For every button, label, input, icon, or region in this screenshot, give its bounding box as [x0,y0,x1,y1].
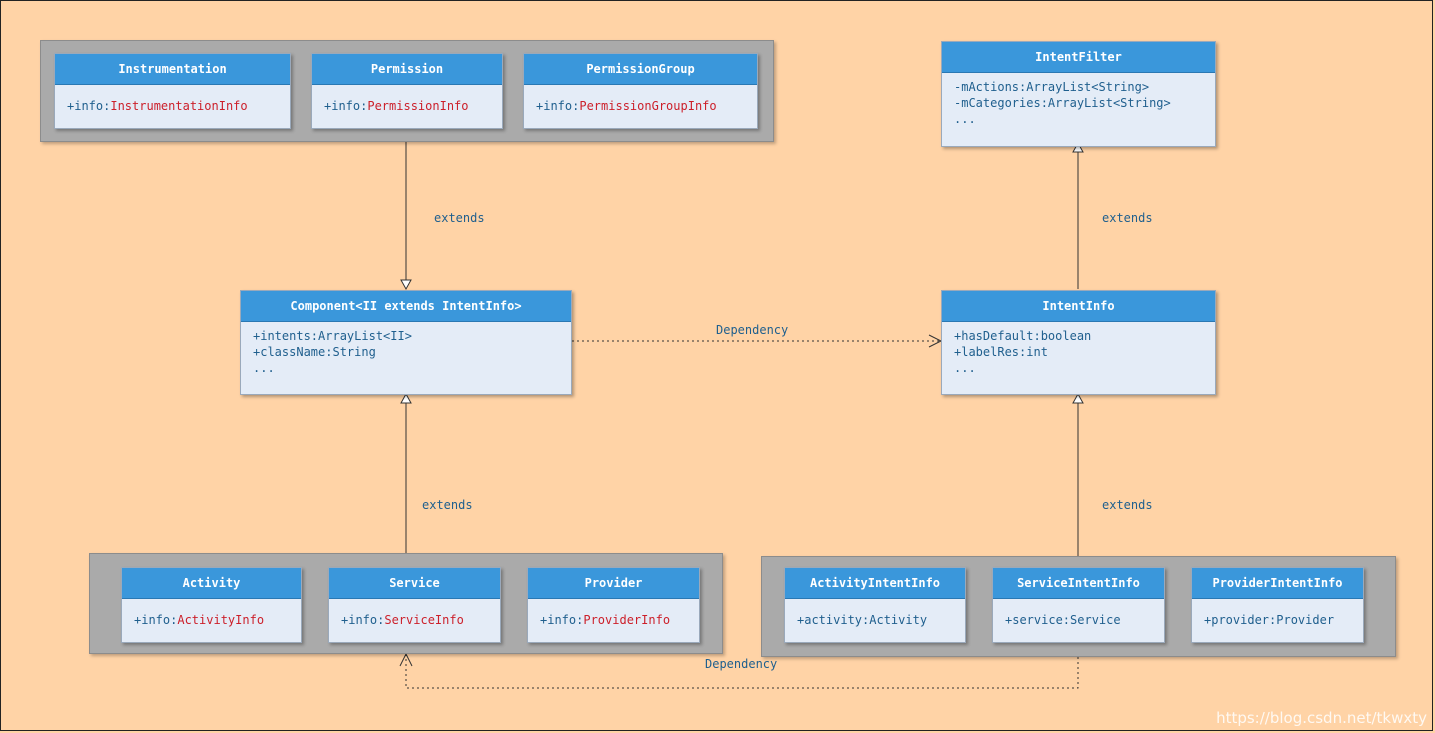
class-name: Provider [528,568,699,599]
attr-prefix: +info: [134,613,178,627]
watermark: https://blog.csdn.net/tkwxty [1216,709,1427,727]
attr-type: PermissionGroupInfo [579,99,717,113]
class-name: IntentFilter [942,42,1215,73]
class-provider-intent-info[interactable]: ProviderIntentInfo +provider:Provider [1191,567,1364,643]
class-attrs: +info:InstrumentationInfo [55,85,290,120]
attr-prefix: +info: [341,613,385,627]
attr-type: ActivityInfo [177,613,265,627]
extends-arrow-top-left [400,279,412,291]
attr-line: +activity:Activity [797,613,928,627]
class-attrs: +intents:ArrayList<II> +className:String… [241,322,571,382]
attr-type: InstrumentationInfo [110,99,248,113]
class-attrs: +activity:Activity [785,599,965,634]
extends-label-top-right: extends [1102,211,1153,225]
attr-prefix: +info: [67,99,111,113]
class-provider[interactable]: Provider +info:ProviderInfo [527,567,700,643]
class-name: ServiceIntentInfo [993,568,1164,599]
attr-line: ... [253,361,275,375]
attr-line: +provider:Provider [1204,613,1335,627]
class-attrs: +hasDefault:boolean +labelRes:int ... [942,322,1215,382]
attr-prefix: +info: [324,99,368,113]
class-attrs: +info:ActivityInfo [122,599,301,634]
class-component[interactable]: Component<II extends IntentInfo> +intent… [240,290,572,395]
class-service-intent-info[interactable]: ServiceIntentInfo +service:Service [992,567,1165,643]
dependency-line-bottom [405,655,1079,689]
class-activity-intent-info[interactable]: ActivityIntentInfo +activity:Activity [784,567,966,643]
class-activity[interactable]: Activity +info:ActivityInfo [121,567,302,643]
attr-line: +hasDefault:boolean [954,329,1092,343]
class-attrs: -mActions:ArrayList<String> -mCategories… [942,73,1215,133]
class-name: Permission [312,54,502,85]
class-instrumentation[interactable]: Instrumentation +info:InstrumentationInf… [54,53,291,129]
attr-prefix: +info: [536,99,580,113]
dependency-arrow-middle [928,334,943,348]
extends-label-bottom-right: extends [1102,498,1153,512]
attr-line: +intents:ArrayList<II> [253,329,412,343]
class-name: Activity [122,568,301,599]
extends-label-top-left: extends [434,211,485,225]
class-attrs: +info:ServiceInfo [329,599,500,634]
attr-line: -mActions:ArrayList<String> [954,80,1150,94]
attr-type: ProviderInfo [583,613,671,627]
class-name: ActivityIntentInfo [785,568,965,599]
class-name: Service [329,568,500,599]
class-name: PermissionGroup [524,54,757,85]
attr-line: +service:Service [1005,613,1121,627]
attr-line: -mCategories:ArrayList<String> [954,96,1171,110]
attr-type: ServiceInfo [384,613,464,627]
extends-arrow-bottom-right [1072,392,1084,404]
dependency-label-middle: Dependency [716,323,789,337]
extends-arrow-top-right [1072,141,1084,153]
extends-label-bottom-left: extends [422,498,473,512]
class-attrs: +service:Service [993,599,1164,634]
class-name: IntentInfo [942,291,1215,322]
dependency-label-bottom: Dependency [705,657,778,671]
class-intent-filter[interactable]: IntentFilter -mActions:ArrayList<String>… [941,41,1216,147]
class-attrs: +provider:Provider [1192,599,1363,634]
class-name: ProviderIntentInfo [1192,568,1363,599]
class-attrs: +info:PermissionInfo [312,85,502,120]
class-name: Component<II extends IntentInfo> [241,291,571,322]
class-attrs: +info:ProviderInfo [528,599,699,634]
attr-line: ... [954,112,976,126]
dependency-arrow-bottom [399,652,413,667]
class-attrs: +info:PermissionGroupInfo [524,85,757,120]
extends-arrow-bottom-left [400,392,412,404]
class-service[interactable]: Service +info:ServiceInfo [328,567,501,643]
attr-line: ... [954,361,976,375]
class-permission-group[interactable]: PermissionGroup +info:PermissionGroupInf… [523,53,758,129]
attr-type: PermissionInfo [367,99,469,113]
class-intent-info[interactable]: IntentInfo +hasDefault:boolean +labelRes… [941,290,1216,395]
attr-line: +labelRes:int [954,345,1048,359]
class-name: Instrumentation [55,54,290,85]
attr-prefix: +info: [540,613,584,627]
class-permission[interactable]: Permission +info:PermissionInfo [311,53,503,129]
attr-line: +className:String [253,345,376,359]
